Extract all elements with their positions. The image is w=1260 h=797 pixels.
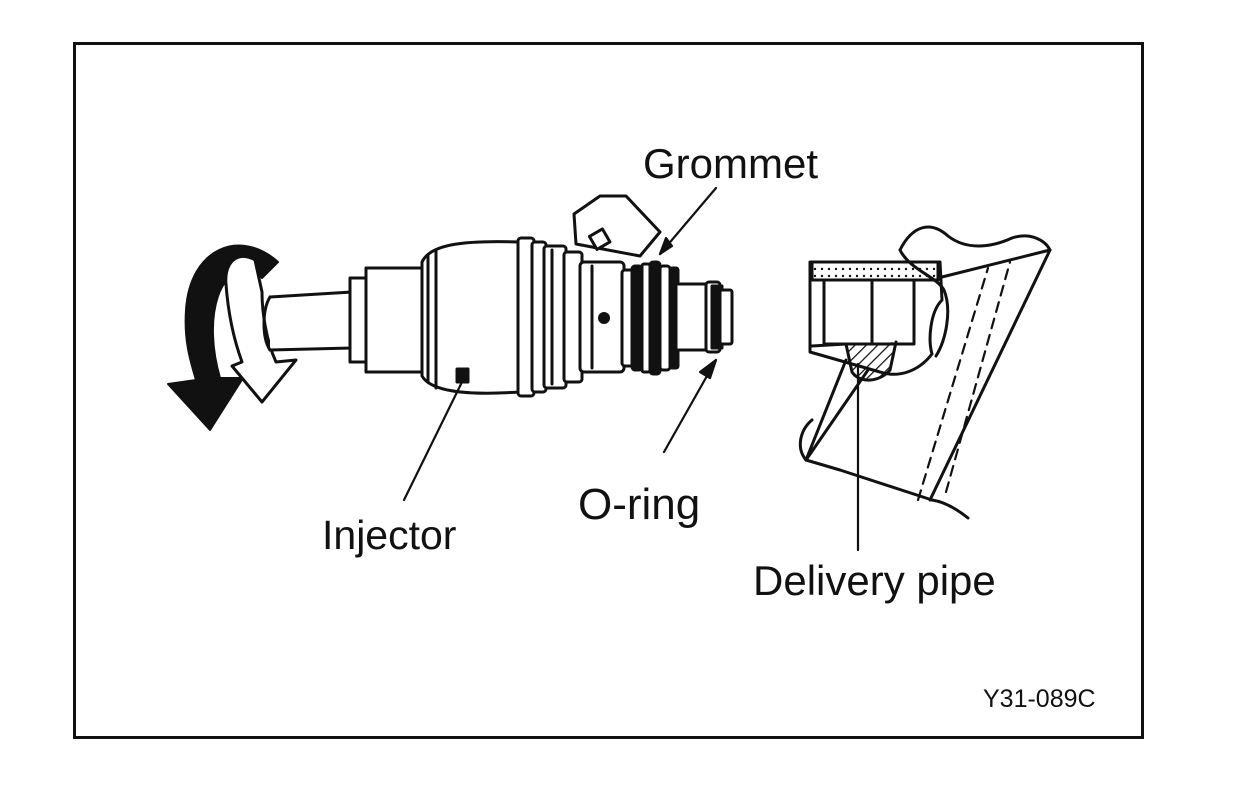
o-ring-label: O-ring <box>578 480 701 529</box>
figure-code: Y31-089C <box>983 685 1096 713</box>
injector-body <box>262 194 734 398</box>
delivery-pipe-label: Delivery pipe <box>753 557 996 604</box>
grommet-arrowhead-icon <box>658 236 674 256</box>
delivery-pipe <box>798 225 1052 520</box>
figure-frame <box>73 42 1144 739</box>
grommet-label: Grommet <box>643 140 819 187</box>
leader-lines <box>402 186 860 552</box>
o-ring-arrowhead-icon <box>698 358 718 380</box>
injector-leader-line <box>402 380 464 502</box>
injector-label: Injector <box>322 512 457 558</box>
